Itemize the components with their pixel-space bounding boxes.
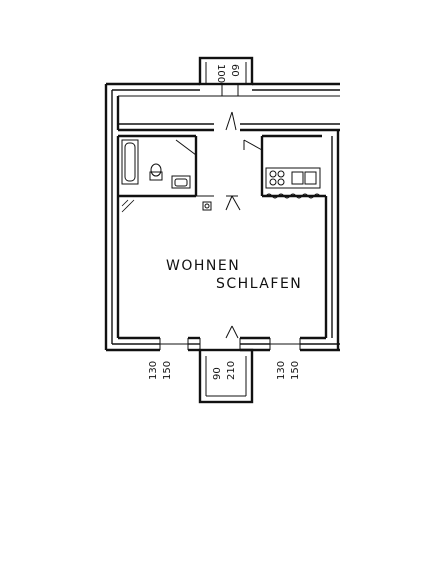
- top-window-box: [198, 56, 254, 96]
- dim-right-window-second: 150: [290, 361, 301, 380]
- balcony: [198, 348, 254, 404]
- openings: [159, 325, 301, 350]
- dim-top-window-first: 100: [215, 64, 226, 83]
- hall-closet: [196, 195, 241, 211]
- kitchen: [243, 134, 322, 199]
- bathroom: [116, 134, 198, 196]
- corridor-walls: [116, 95, 340, 132]
- dim-left-window-second: 150: [162, 361, 173, 380]
- dim-right-window-first: 130: [276, 361, 287, 380]
- living-room-walls: [116, 130, 340, 350]
- dim-left-window-first: 130: [148, 361, 159, 380]
- dim-balcony-door-second: 210: [226, 361, 237, 380]
- dim-top-window-second: 60: [229, 64, 240, 77]
- room-label-wohnen: WOHNEN: [166, 258, 240, 274]
- room-label-schlafen: SCHLAFEN: [216, 276, 302, 292]
- dim-balcony-door-first: 90: [212, 367, 223, 380]
